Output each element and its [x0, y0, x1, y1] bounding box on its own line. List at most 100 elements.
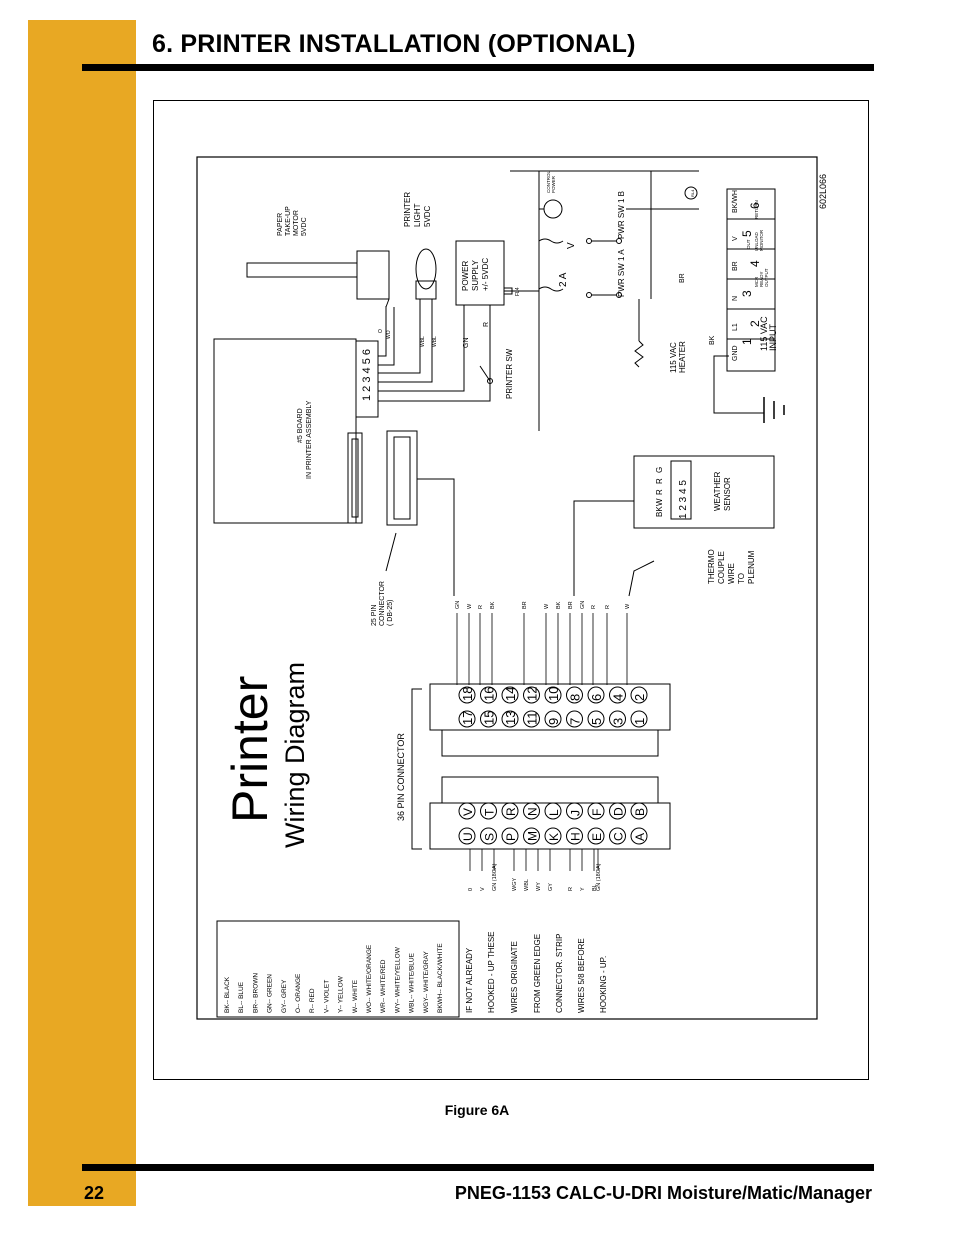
power-supply: [455, 240, 505, 306]
legend-entry: O-- ORANGE: [295, 973, 302, 1013]
terminal-label: GND: [732, 345, 739, 361]
weather-color-code: W: [655, 498, 664, 506]
paper-motor-line: MOTOR: [293, 210, 300, 236]
legend-entry: BK-- BLACK: [224, 976, 231, 1013]
pin-number: 11: [525, 712, 540, 726]
pin-letter: D: [612, 807, 626, 816]
pin-circle: [544, 710, 562, 728]
terminal-small: MONITOR: [759, 229, 764, 251]
board-label-1: #5 BOARD: [297, 408, 304, 443]
pin-circle: [630, 802, 648, 820]
drawing-number: 602L066: [818, 174, 828, 209]
db-connector-left: [347, 432, 363, 524]
wire-tag: W: [544, 603, 550, 609]
label-2a: 2 A: [558, 272, 569, 287]
document-title: PNEG-1153 CALC-U-DRI Moisture/Matic/Mana…: [454, 1183, 872, 1203]
terminal-input-label: INPUT: [768, 323, 778, 351]
heater-line: 115 VAC: [669, 342, 678, 373]
pin-number: 3: [611, 718, 626, 725]
terminal-number: 1: [740, 338, 754, 345]
pin-circle: [544, 827, 562, 845]
thermocouple-line: TO: [737, 573, 746, 584]
db25-connector: [386, 430, 418, 526]
wire-tag: BL: [592, 884, 598, 891]
legend-entry: WO-- WHITE/ORANGE: [366, 944, 373, 1013]
pin-circle: [587, 710, 605, 728]
thermocouple-line: THERMO: [707, 549, 716, 584]
power-supply-line: SUPPLY: [471, 259, 480, 291]
wire-tag: BR: [568, 601, 574, 609]
pin-letter: C: [612, 832, 626, 841]
pin-circle: [587, 686, 605, 704]
legend-entry: WY-- WHITE/YELLOW: [394, 946, 401, 1013]
pin-letter: E: [590, 833, 604, 841]
pin-circle: [566, 686, 583, 704]
note-line: WIRES ORIGINATE: [510, 941, 519, 1013]
terminal-label: BR: [732, 261, 739, 271]
terminal-number: 6: [748, 202, 762, 209]
pin-number: 5: [589, 718, 604, 725]
terminal-small: OUTPUT: [764, 268, 769, 287]
pin-number: 2: [632, 694, 647, 701]
pin-letter: V: [461, 808, 475, 816]
pin-circle: [630, 827, 648, 845]
pin-circle: [630, 686, 648, 704]
wire-tag: W: [467, 603, 473, 609]
svg-text:FL4: FL4: [515, 287, 521, 296]
label-r: R: [483, 322, 490, 327]
pin-number: 9: [546, 718, 561, 725]
wire-tag: R: [605, 605, 611, 609]
terminal-label: N: [732, 296, 739, 301]
pin-circle: [609, 686, 626, 704]
pin-letter: U: [461, 832, 475, 841]
wire-tag: R: [568, 887, 574, 891]
pin-number: 12: [525, 687, 540, 701]
sidebar-band: [28, 20, 136, 1206]
figure-frame: Printer Wiring Diagram #5 BOARD IN PRINT…: [153, 100, 869, 1080]
pin-number: 1: [632, 718, 647, 725]
pin-number: 16: [482, 687, 497, 701]
pin-letter: H: [569, 832, 583, 841]
wire-tag: GY: [548, 883, 554, 891]
wire-tag: WGY: [512, 878, 518, 891]
pin-circle: [501, 827, 519, 845]
wire-tag: R: [591, 605, 597, 609]
wire-tag: GN: [455, 601, 461, 609]
pin-letter: M: [526, 831, 540, 841]
wire-tag: WBL: [524, 879, 530, 891]
terminal-small: READY: [759, 271, 764, 287]
svg-text:WO: WO: [386, 330, 392, 339]
figure-caption: Figure 6A: [444, 1102, 510, 1118]
paper-motor: [356, 250, 390, 300]
pwr-sw-1b: PWR SW 1 B: [617, 191, 626, 239]
wire-tag: GN (18GA): [492, 863, 498, 891]
thermocouple-line: PLENUM: [747, 550, 756, 584]
pin-circle: [480, 686, 497, 704]
heater-line: HEATER: [678, 341, 687, 373]
terminal-number: 5: [740, 230, 754, 237]
connector-25-line: 25 PIN: [371, 605, 378, 626]
label-v: V: [566, 242, 577, 249]
note-line: HOOKED - UP THESE: [487, 932, 496, 1014]
connector-36-letters: [441, 776, 659, 804]
svg-text:RL4: RL4: [690, 189, 695, 197]
diagram-subtitle: Wiring Diagram: [280, 662, 310, 848]
terminal-label: L1: [732, 323, 739, 331]
wire-tag: BK: [556, 601, 562, 609]
pin-circle: [630, 710, 648, 728]
legend-entry: R-- RED: [309, 988, 316, 1013]
pin-letter: N: [526, 807, 540, 816]
connector-25-line: ( DB-25): [387, 600, 394, 626]
header-rule: [82, 64, 874, 71]
diagram-border: [196, 156, 818, 1020]
pin-number: 17: [460, 711, 475, 725]
